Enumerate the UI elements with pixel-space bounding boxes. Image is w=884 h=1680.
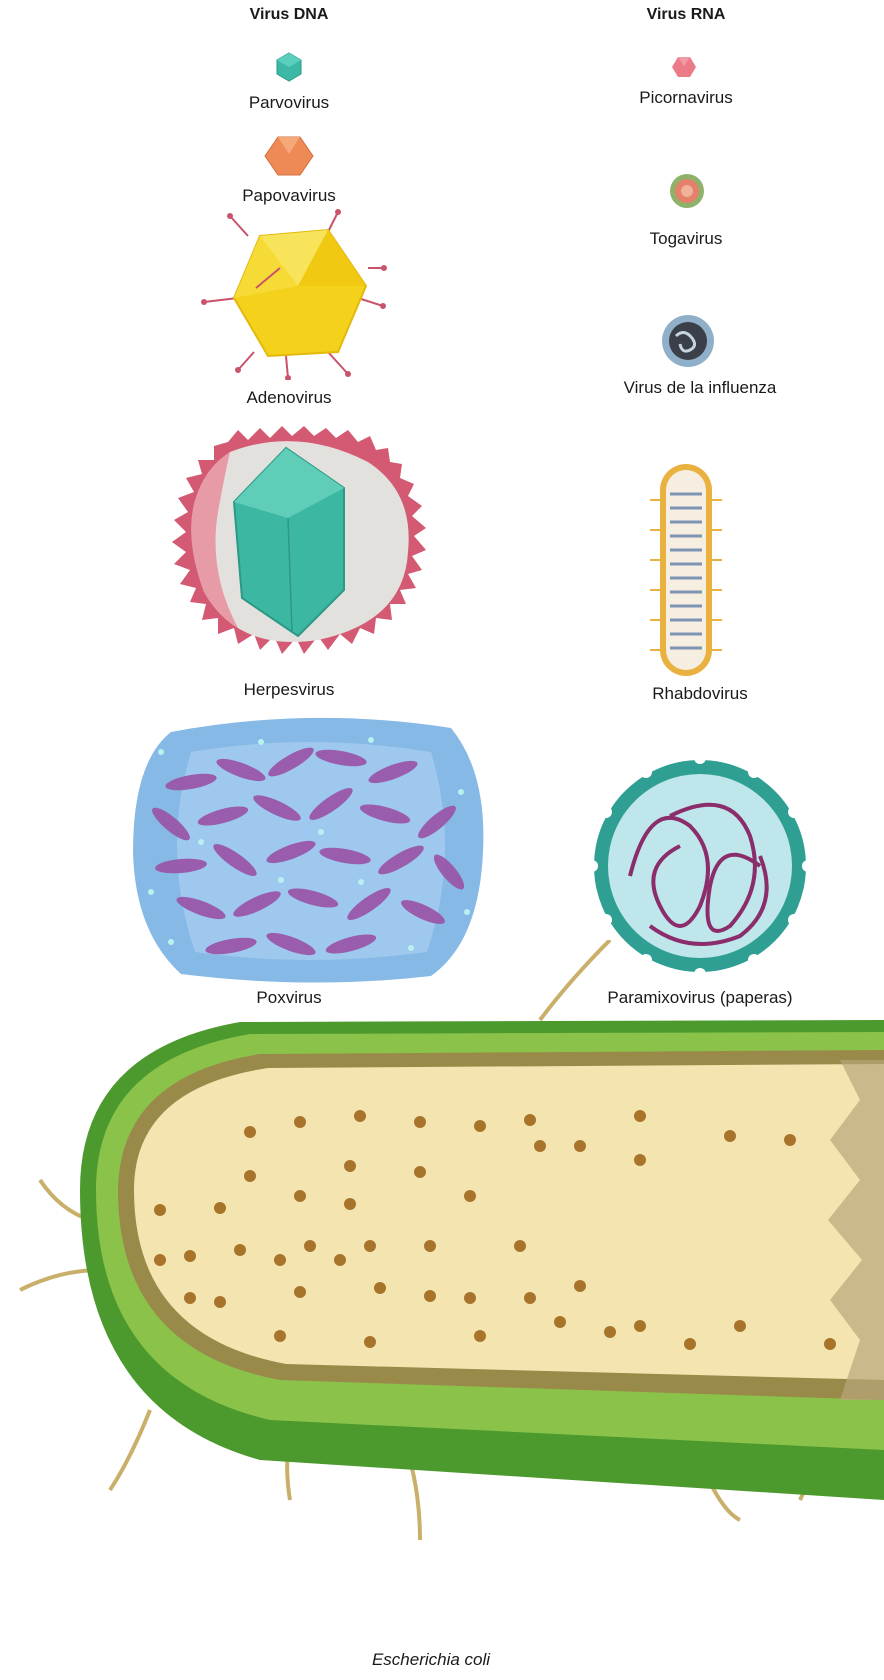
herpesvirus-label: Herpesvirus (244, 680, 335, 700)
rhabdovirus-label: Rhabdovirus (652, 684, 747, 704)
picornavirus-illustration (671, 56, 697, 78)
togavirus-label: Togavirus (650, 229, 723, 249)
ecoli-bacterium-illustration (0, 940, 884, 1560)
herpesvirus-illustration (168, 422, 430, 668)
adenovirus-illustration (198, 206, 388, 380)
rhabdovirus-illustration (648, 460, 724, 682)
parvovirus-illustration (276, 52, 302, 82)
papovavirus-label: Papovavirus (242, 186, 336, 206)
parvovirus-label: Parvovirus (249, 93, 329, 113)
influenza-virus-illustration (660, 310, 716, 372)
papovavirus-illustration (264, 136, 314, 176)
dna-column-header: Virus DNA (250, 6, 329, 24)
adenovirus-label: Adenovirus (246, 388, 331, 408)
ecoli-label: Escherichia coli (372, 1650, 490, 1670)
togavirus-illustration (668, 168, 706, 214)
influenza-label: Virus de la influenza (624, 378, 777, 398)
picornavirus-label: Picornavirus (639, 88, 733, 108)
rna-column-header: Virus RNA (647, 6, 726, 24)
